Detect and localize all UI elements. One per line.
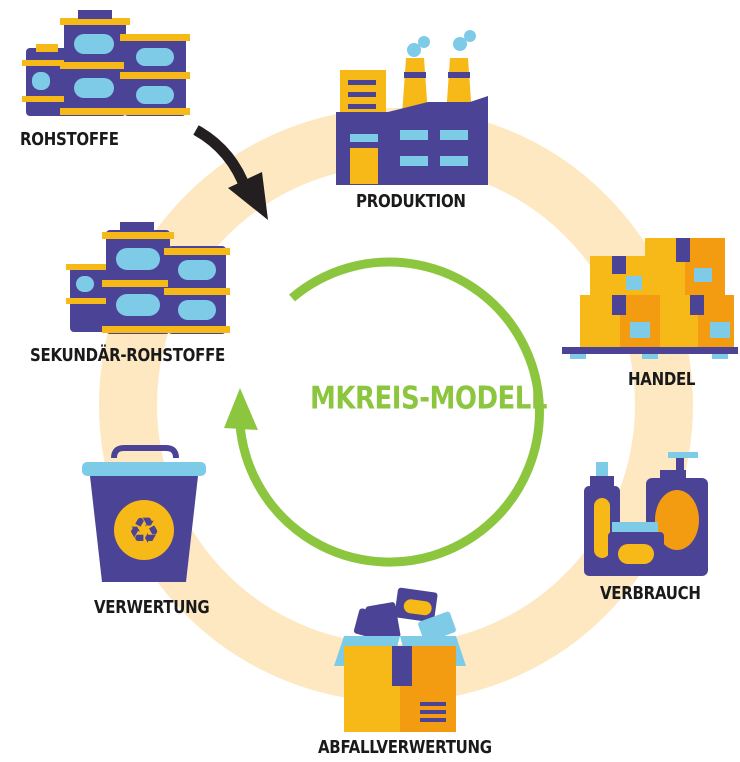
recycle-bin-icon: ♻ xyxy=(82,445,206,582)
factory-icon xyxy=(336,30,488,185)
black-arrow-icon xyxy=(193,125,268,220)
boxes-icon xyxy=(562,238,738,359)
barrels-icon-rohstoffe xyxy=(22,10,190,116)
label-rohstoffe: ROHSTOFFE xyxy=(20,128,119,150)
label-abfallverwertung: ABFALLVERWERTUNG xyxy=(318,736,492,758)
diagram-title: MKREIS-MODELL xyxy=(310,381,547,417)
label-produktion: PRODUKTION xyxy=(356,190,466,212)
open-box-icon xyxy=(334,587,466,732)
label-verwertung: VERWERTUNG xyxy=(94,596,210,618)
label-verbrauch: VERBRAUCH xyxy=(600,582,701,604)
svg-text:♻: ♻ xyxy=(128,511,160,552)
barrels-icon-sekundaer xyxy=(66,222,230,334)
label-handel: HANDEL xyxy=(628,368,696,390)
bottles-icon xyxy=(584,452,708,576)
label-sekundaer-rohstoffe: SEKUNDÄR-ROHSTOFFE xyxy=(30,344,225,366)
cycle-arrow-icon xyxy=(224,257,544,567)
